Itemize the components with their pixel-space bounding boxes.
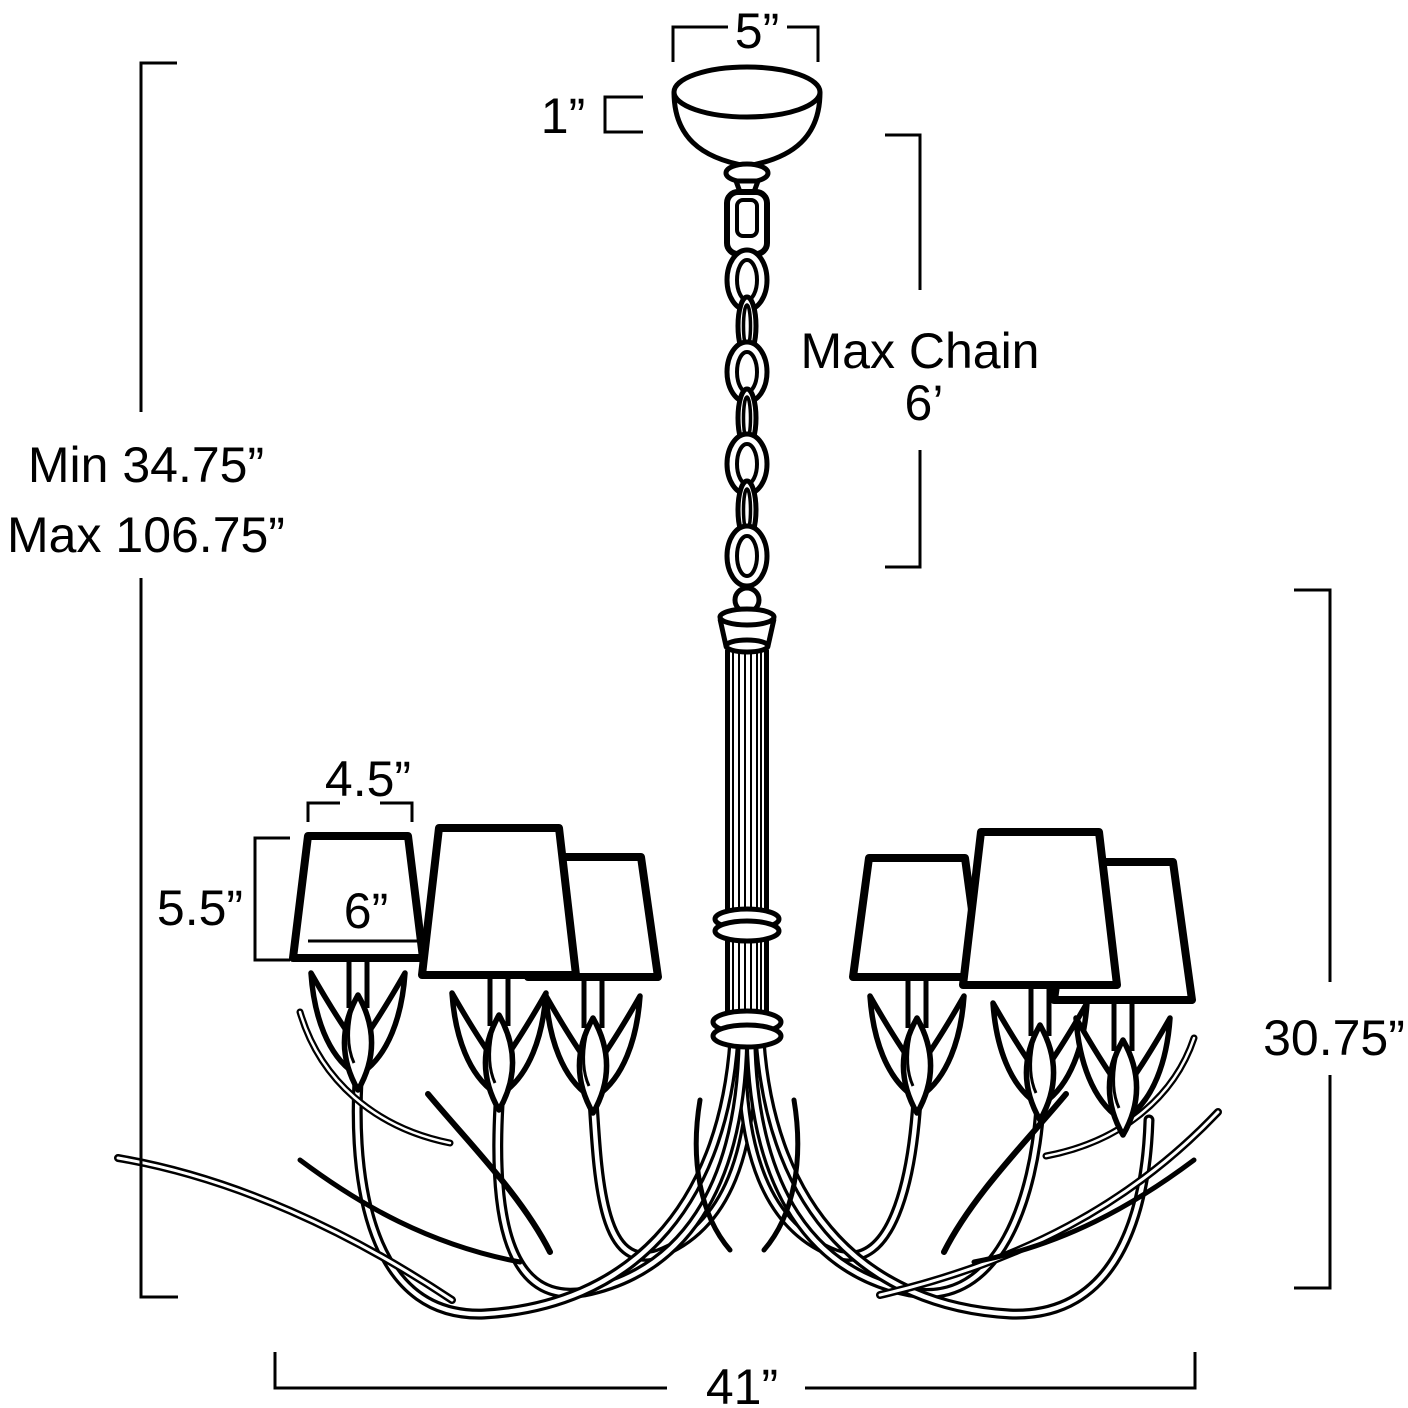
shade-top-width-label: 4.5” — [325, 751, 411, 807]
shade-height-bracket — [253, 836, 290, 962]
shade-left-middle — [418, 824, 580, 979]
canopy-height-bracket — [603, 95, 643, 134]
tulip-cup — [311, 973, 405, 1090]
fixture-width-bracket — [273, 1352, 1197, 1390]
hang-max-label: Max 106.75” — [7, 507, 285, 563]
canopy-width-label: 5” — [735, 3, 779, 59]
canopy-width-bracket — [671, 25, 820, 62]
tulip-cup — [993, 1003, 1087, 1120]
leaf-flourishes — [114, 1008, 1222, 1304]
shade-right-middle — [959, 828, 1121, 989]
hanging-chain — [724, 247, 770, 615]
shade-bottom-width-label: 6” — [344, 883, 388, 939]
chandelier-drawing — [114, 64, 1222, 1320]
canopy-height-label: 1” — [541, 88, 585, 144]
tulip-cup — [452, 993, 546, 1110]
fixture-height-label: 30.75” — [1263, 1010, 1405, 1066]
shade-height-label: 5.5” — [157, 880, 243, 936]
lamp-shades — [289, 824, 1196, 1004]
center-column — [712, 606, 782, 1045]
candle-stems — [346, 955, 1135, 1051]
fixture-height-bracket — [1294, 588, 1332, 1290]
fixture-width-label: 41” — [706, 1359, 778, 1408]
scroll-arms — [351, 1034, 1155, 1320]
shade-left-outer — [289, 832, 427, 962]
overall-height-bracket — [139, 61, 178, 1299]
tulip-cup — [546, 996, 640, 1113]
shade-right-inner — [849, 854, 985, 981]
hang-min-label: Min 34.75” — [28, 437, 264, 493]
chain-length-bracket — [885, 133, 922, 569]
tulip-cup — [870, 996, 964, 1113]
chain-length-label: 6’ — [905, 375, 944, 431]
dimension-annotations: 5” 1” Max Chain 6’ Min 34.75” Max 106.75… — [7, 3, 1405, 1408]
tulip-cup — [1076, 1018, 1170, 1135]
ceiling-canopy — [671, 64, 823, 257]
shade-top-bracket — [306, 801, 414, 822]
chain-title-label: Max Chain — [801, 323, 1040, 379]
